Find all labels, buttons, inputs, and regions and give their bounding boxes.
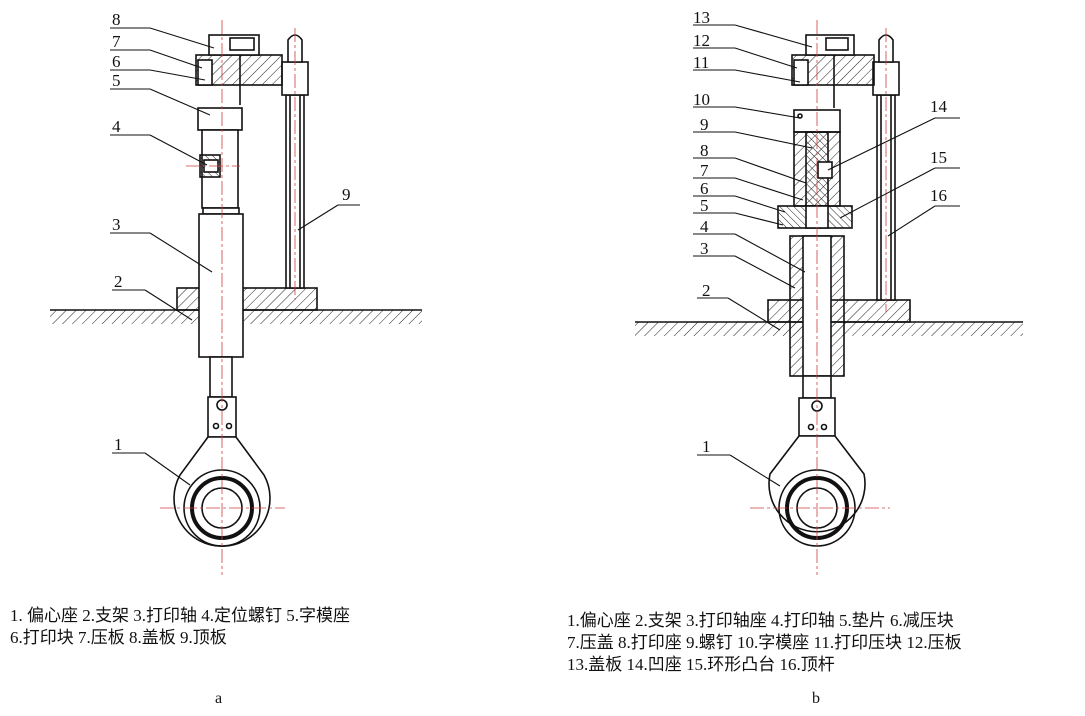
label-b-7: 7 <box>700 161 709 180</box>
label-b-15: 15 <box>930 148 947 167</box>
labels-a: 8 7 6 5 4 3 2 9 1 <box>112 10 351 454</box>
label-b-11: 11 <box>693 53 709 72</box>
label-a-7: 7 <box>112 32 121 51</box>
caption-a-line-2: 6.打印块 7.压板 8.盖板 9.顶板 <box>10 628 227 647</box>
label-b-1: 1 <box>702 437 711 456</box>
sub-label-a: a <box>215 690 223 707</box>
centerlines-b <box>750 20 890 575</box>
label-a-2: 2 <box>114 272 123 291</box>
label-a-5: 5 <box>112 71 121 90</box>
label-b-10: 10 <box>693 90 710 109</box>
label-b-13: 13 <box>693 8 710 27</box>
caption-b: 1.偏心座 2.支架 3.打印轴座 4.打印轴 5.垫片 6.减压块 7.压盖 … <box>567 610 962 676</box>
leaders-a <box>110 27 360 486</box>
label-b-14: 14 <box>930 97 948 116</box>
label-a-8: 8 <box>112 10 121 29</box>
type-holder-a <box>197 107 243 131</box>
caption-b-line-3: 13.盖板 14.凹座 15.环形凸台 16.顶杆 <box>567 655 835 674</box>
leaders-b <box>693 24 960 487</box>
label-b-6: 6 <box>700 179 709 198</box>
print-shaft-a <box>198 213 244 358</box>
label-b-9: 9 <box>700 115 709 134</box>
caption-b-line-2: 7.压盖 8.打印座 9.螺钉 10.字模座 11.打印压块 12.压板 <box>567 633 962 652</box>
label-b-3: 3 <box>700 239 709 258</box>
support-base-a <box>176 287 318 311</box>
label-a-4: 4 <box>112 117 121 136</box>
panel-a-drawing <box>50 34 422 547</box>
sub-label-b: b <box>812 690 820 707</box>
label-b-16: 16 <box>930 186 947 205</box>
caption-a: 1. 偏心座 2.支架 3.打印轴 4.定位螺钉 5.字模座 6.打印块 7.压… <box>10 605 350 649</box>
label-b-8: 8 <box>700 141 709 160</box>
label-b-2: 2 <box>702 281 711 300</box>
label-a-3: 3 <box>112 215 121 234</box>
label-a-6: 6 <box>112 52 121 71</box>
caption-b-line-1: 1.偏心座 2.支架 3.打印轴座 4.打印轴 5.垫片 6.减压块 <box>567 611 954 630</box>
label-b-4: 4 <box>700 217 709 236</box>
centerlines-a <box>160 20 296 575</box>
label-a-1: 1 <box>114 435 123 454</box>
caption-a-line-1: 1. 偏心座 2.支架 3.打印轴 4.定位螺钉 5.字模座 <box>10 606 350 625</box>
label-a-9: 9 <box>342 185 351 204</box>
labels-b: 13 12 11 10 9 8 7 6 5 4 3 2 1 14 15 16 <box>693 8 948 456</box>
panel-b-drawing <box>635 34 1023 547</box>
label-b-12: 12 <box>693 31 710 50</box>
label-b-5: 5 <box>700 196 709 215</box>
